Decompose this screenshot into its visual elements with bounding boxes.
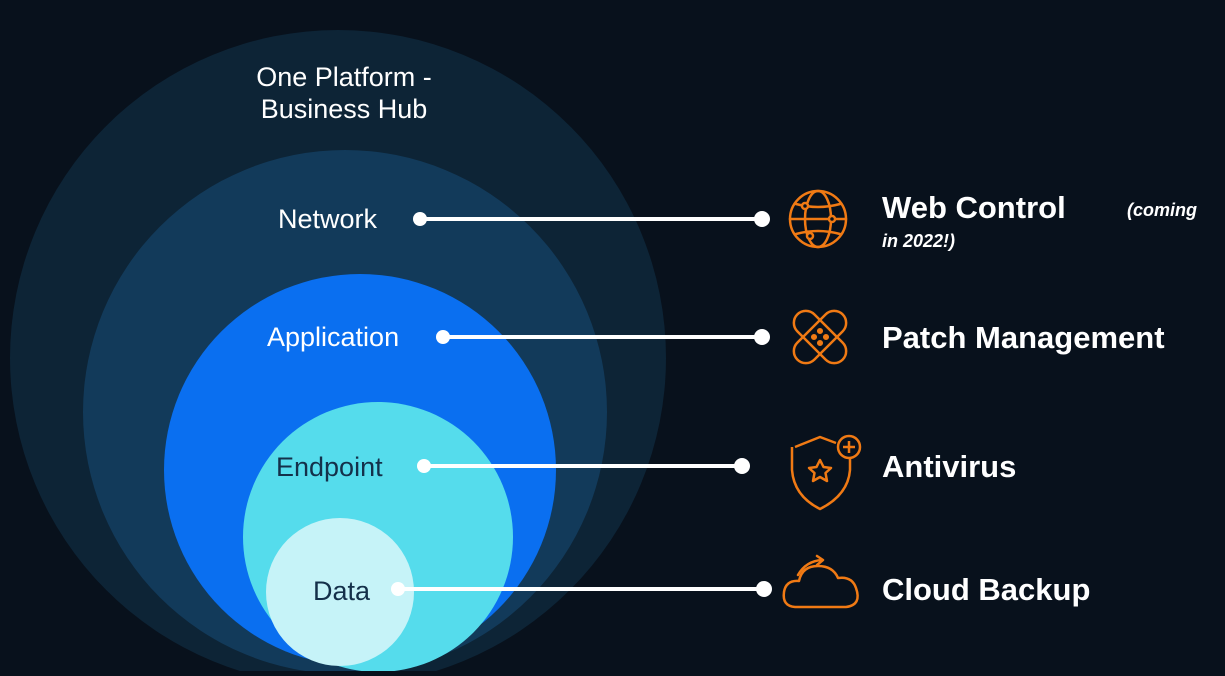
product-label-web-control: Web Control [882, 190, 1066, 225]
bandage-icon [792, 309, 848, 365]
hub-title-line1: One Platform - [256, 62, 432, 92]
layer-label-endpoint: Endpoint [276, 452, 383, 482]
shield-star-icon [790, 434, 862, 511]
product-label-antivirus: Antivirus [882, 449, 1017, 484]
connector-data [391, 581, 772, 597]
product-note-year: in 2022!) [882, 231, 956, 251]
product-note-coming: (coming [1127, 200, 1197, 220]
globe-icon [788, 189, 848, 249]
connector-network [413, 211, 770, 227]
layer-label-data: Data [313, 576, 371, 606]
hub-title: One Platform - Business Hub [214, 61, 474, 125]
connector-endpoint [417, 458, 750, 474]
layer-label-application: Application [267, 322, 400, 352]
product-label-cloud-backup: Cloud Backup [882, 572, 1091, 607]
connector-application [436, 329, 770, 345]
layer-label-network: Network [278, 204, 378, 234]
hub-title-line2: Business Hub [260, 94, 428, 124]
product-label-patch-management: Patch Management [882, 320, 1165, 355]
data-circle [266, 518, 414, 666]
cloud-sync-icon [782, 554, 859, 609]
